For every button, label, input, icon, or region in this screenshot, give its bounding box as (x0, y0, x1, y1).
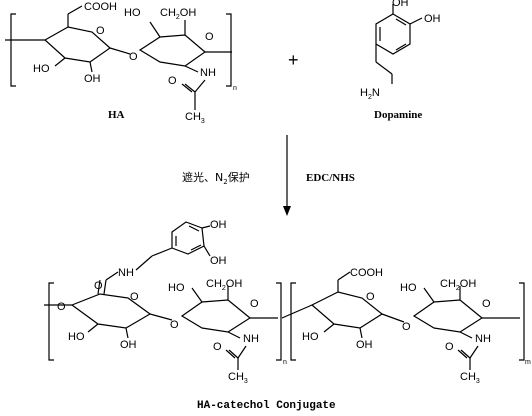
conditions-right: EDC/NHS (306, 172, 355, 184)
product-ring-o-1: O (130, 291, 139, 303)
ha-ch2oh: CH2OH (160, 7, 196, 21)
product-ch3-2: CH3 (460, 371, 480, 385)
product-glycosidic-o-2: O (402, 321, 411, 333)
product-ho-3: HO (168, 282, 185, 294)
product-label: HA-catechol Conjugate (197, 400, 336, 412)
product-glycosidic-o-1: O (170, 319, 179, 331)
dopamine-label: Dopamine (374, 109, 422, 121)
product-nh-1: NH (243, 333, 259, 345)
product-oh-4: OH (356, 339, 373, 351)
catechol-ring (171, 221, 205, 255)
product-oh-2: OH (120, 339, 137, 351)
product-ring-o-4: O (482, 298, 491, 310)
product-right-bracket-close (519, 282, 525, 361)
ha-oh-1: HO (33, 63, 50, 75)
ha-ho-3: HO (124, 7, 141, 19)
catechol-oh-1: OH (210, 219, 227, 231)
catechol-oh-2: OH (210, 255, 227, 267)
ha-left-bracket (10, 13, 16, 87)
dopamine-amine: H2N (360, 87, 380, 101)
product-ring-o-2: O (250, 298, 259, 310)
product-ch3-1: CH3 (228, 371, 248, 385)
ha-n-subscript: n (233, 85, 237, 92)
amide-nh: NH (118, 267, 134, 279)
product-m-subscript: m (525, 359, 531, 366)
ha-ring-2 (138, 34, 206, 67)
arrow-head (283, 206, 291, 216)
ha-ring-o-1: O (96, 25, 105, 37)
ha-ring-o-2: O (205, 31, 214, 43)
product-n-subscript: n (283, 359, 287, 366)
product-left-bracket-open (48, 282, 54, 361)
dopamine-oh-2: OH (424, 13, 441, 25)
ha-oh-2: OH (84, 73, 101, 85)
dopamine-benzene-ring (375, 13, 411, 55)
product-oh-1: HO (68, 331, 85, 343)
product-ch2oh-2: CH2OH (440, 278, 476, 292)
plus-sign: + (288, 50, 299, 70)
ha-glycosidic-o: O (129, 51, 138, 63)
dopamine-oh-1: OH (392, 0, 409, 9)
product-ring-o-3: O (366, 291, 375, 303)
ha-cooh: COOH (84, 1, 117, 13)
ha-right-bracket (226, 13, 232, 87)
product-right-bracket-open (290, 282, 296, 361)
dopamine-structure: OH OH H2N (360, 0, 441, 101)
ha-ch3: CH3 (185, 111, 205, 125)
product-nh-2: NH (475, 333, 491, 345)
product-oh-3: HO (302, 331, 319, 343)
product-ho-5: HO (400, 282, 417, 294)
product-ring-4 (412, 299, 484, 333)
product-structure: n OH OH NH O O O HO OH O (44, 219, 531, 385)
product-left-bracket-close (276, 282, 282, 361)
product-ring-2 (180, 299, 252, 333)
reaction-arrow (283, 135, 291, 216)
product-carbonyl-o-2: O (445, 341, 454, 353)
ha-carbonyl-o: O (168, 75, 177, 87)
product-cooh: COOH (350, 267, 383, 279)
conditions-left: 遮光、N2保护 (182, 170, 250, 186)
amide-o: O (94, 280, 103, 292)
ha-label: HA (108, 109, 125, 121)
ha-structure: n COOH O HO OH O HO CH2OH O NH O CH3 (5, 1, 237, 125)
product-bridge-o-1: O (57, 301, 66, 313)
product-ch2oh-1: CH2OH (206, 278, 242, 292)
product-carbonyl-o-1: O (213, 341, 222, 353)
ha-nh: NH (200, 67, 216, 79)
